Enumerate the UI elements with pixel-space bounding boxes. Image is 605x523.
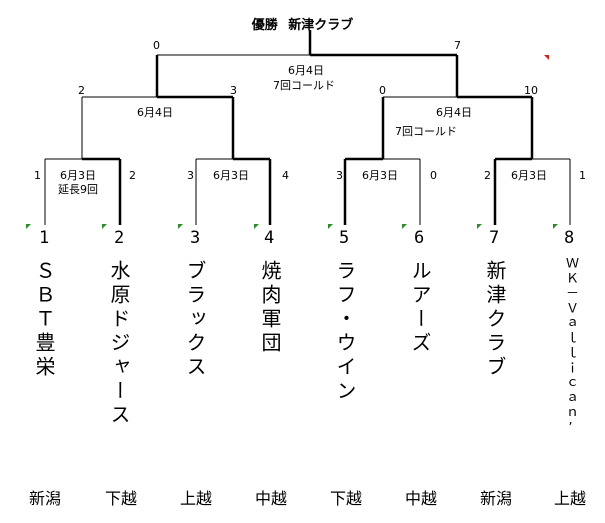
r1-1-left-score: 1	[34, 169, 41, 182]
final-date: 6月4日	[288, 64, 324, 77]
r1-2-left-score: 3	[187, 169, 194, 182]
team-name-2: 水原ドジャース	[107, 260, 131, 428]
r1-2-date: 6月3日	[213, 169, 249, 182]
region-4: 中越	[254, 489, 287, 508]
seed-6: 6	[414, 228, 425, 248]
region-7: 新潟	[479, 489, 512, 508]
region-3: 上越	[179, 489, 212, 508]
final-left-score: 0	[153, 39, 160, 52]
final-right-score: 7	[454, 39, 461, 52]
region-5: 下越	[329, 489, 362, 508]
marker-5	[328, 224, 333, 229]
r1-1-date: 6月3日	[60, 169, 96, 182]
marker-1	[26, 224, 31, 229]
semi1-left-score: 2	[78, 84, 85, 97]
marker-3	[178, 224, 183, 229]
marker-4	[254, 224, 259, 229]
marker-red	[544, 55, 549, 60]
r1-3-date: 6月3日	[362, 169, 398, 182]
semi2-left-score: 0	[379, 84, 386, 97]
region-2: 下越	[104, 489, 137, 508]
semi1-date: 6月4日	[137, 106, 173, 119]
team-name-3: ブラックス	[183, 260, 207, 380]
team-name-4: 焼肉軍団	[258, 260, 282, 356]
final-note: 7回コールド	[273, 79, 335, 92]
r1-1-right-score: 2	[129, 169, 136, 182]
r1-2-right-score: 4	[282, 169, 289, 182]
seed-8: 8	[564, 228, 575, 248]
r1-3-right-score: 0	[430, 169, 437, 182]
r1-4-date: 6月3日	[511, 169, 547, 182]
champion-banner: 優勝 新津クラブ	[0, 14, 605, 33]
marker-2	[102, 224, 107, 229]
region-8: 上越	[553, 489, 586, 508]
marker-7	[477, 224, 482, 229]
team-name-8: ＷＫ－Ｖａｌｌｉｃａｎ’	[563, 256, 578, 438]
team-name-1: ＳＢＴ豊栄	[32, 260, 56, 380]
seed-7: 7	[489, 228, 500, 248]
seed-4: 4	[264, 228, 275, 248]
seed-1: 1	[39, 228, 50, 248]
champion-team: 新津クラブ	[288, 18, 354, 33]
region-1: 新潟	[28, 489, 61, 508]
region-6: 中越	[404, 489, 437, 508]
seed-2: 2	[114, 228, 125, 248]
r1-4-left-score: 2	[484, 169, 491, 182]
r1-1-note: 延長9回	[58, 183, 98, 196]
team-name-5: ラフ・ウイン	[333, 260, 357, 404]
r1-3-left-score: 3	[336, 169, 343, 182]
seed-5: 5	[339, 228, 350, 248]
marker-6	[402, 224, 407, 229]
semi2-note: 7回コールド	[395, 125, 457, 138]
semi2-date: 6月4日	[436, 106, 472, 119]
semi2-right-score: 10	[524, 84, 538, 97]
seed-3: 3	[190, 228, 201, 248]
champion-label: 優勝	[251, 18, 278, 33]
marker-8	[553, 224, 558, 229]
semi1-right-score: 3	[230, 84, 237, 97]
team-name-7: 新津クラブ	[483, 260, 507, 380]
team-name-6: ルアーズ	[408, 260, 432, 356]
r1-4-right-score: 1	[579, 169, 586, 182]
